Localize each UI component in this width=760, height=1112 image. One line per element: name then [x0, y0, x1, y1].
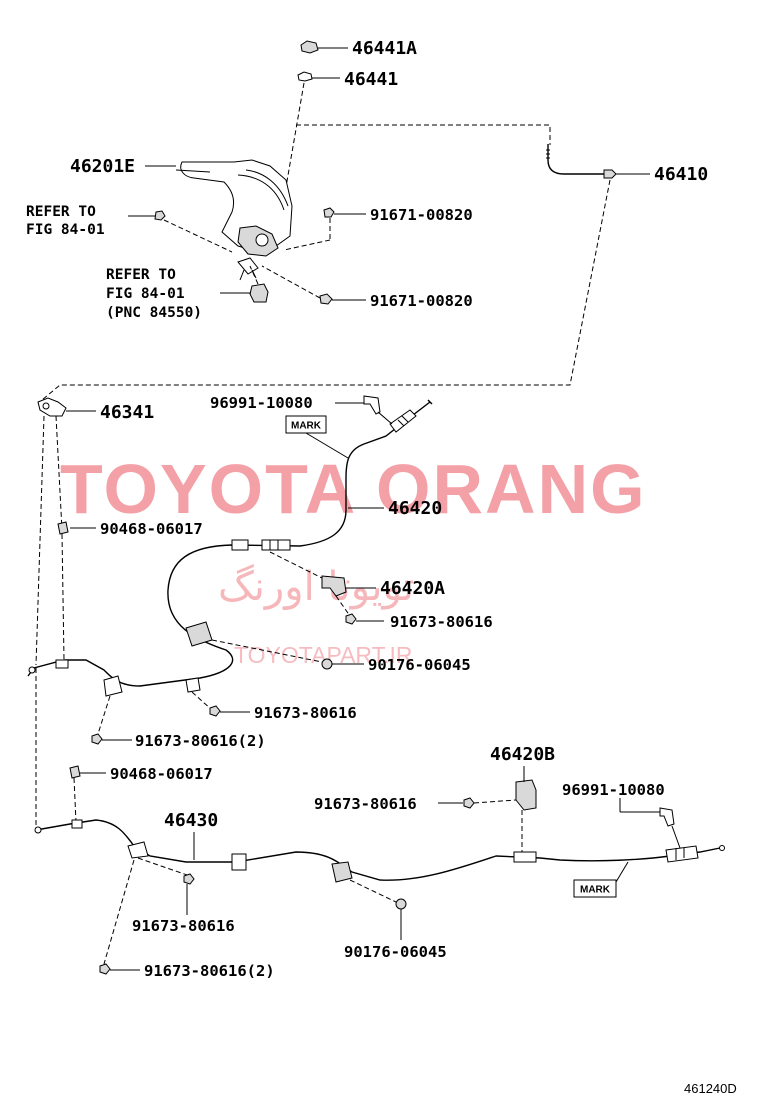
bolt-91671-b: [319, 293, 333, 305]
label-46441a: 46441A: [352, 38, 417, 59]
diagram-id: 461240D: [684, 1081, 737, 1096]
rear-cable-46430: [34, 819, 725, 883]
label-91673-b: 91673-80616: [254, 704, 357, 722]
label-90468-a: 90468-06017: [100, 520, 203, 538]
bracket-46420b: [515, 779, 537, 811]
label-46341: 46341: [100, 402, 154, 423]
label-91673-a: 91673-80616: [390, 613, 493, 631]
label-46441: 46441: [344, 69, 398, 90]
clip-96991-b: [659, 807, 675, 827]
refer-note-2-line1: REFER TO: [106, 267, 176, 283]
watermark-persian: تویوتا اورنگ: [218, 564, 414, 610]
watermark-main: TOYOTA ORANG: [60, 450, 647, 528]
refer-note-2-line2: FIG 84-01: [106, 286, 185, 302]
lever-knob-46441: [297, 71, 313, 82]
label-91673-e: 91673-80616: [132, 917, 235, 935]
grommet-90176-b: [395, 898, 407, 910]
lever-knob-46441a: [300, 40, 319, 54]
label-91673-d: 91673-80616: [314, 795, 417, 813]
bolt-91671-a: [323, 207, 335, 218]
mark-tag-b-label: MARK: [580, 885, 611, 896]
bolt-91673-d: [463, 797, 475, 809]
label-90468-b: 90468-06017: [110, 765, 213, 783]
bolt-91673-a: [345, 613, 357, 625]
rear-cable-46420: [27, 399, 433, 697]
label-46420: 46420: [388, 498, 442, 519]
refer-note-1-line2: FIG 84-01: [26, 222, 105, 238]
bolt-refer-fig84: [154, 210, 166, 221]
mark-tag-a: MARK: [285, 415, 327, 434]
refer-note-1-line1: REFER TO: [26, 204, 96, 220]
label-91671-b: 91671-00820: [370, 292, 473, 310]
link-lever-to-46410: [296, 124, 551, 145]
label-46430: 46430: [164, 810, 218, 831]
bracket-refer-84550: [249, 283, 269, 303]
mark-tag-b: MARK: [573, 879, 617, 898]
label-91673-f: 91673-80616(2): [144, 962, 275, 980]
mark-tag-a-label: MARK: [291, 421, 322, 432]
bolt-91673-c: [91, 733, 103, 745]
label-46410: 46410: [654, 164, 708, 185]
label-90176-b: 90176-06045: [344, 943, 447, 961]
link-46410-to-equalizer: [41, 179, 611, 401]
bolt-91673-b: [209, 705, 221, 717]
grommet-90176-a: [321, 658, 333, 670]
label-90176-a: 90176-06045: [368, 656, 471, 674]
label-46420a: 46420A: [380, 578, 445, 599]
label-96991-b: 96991-10080: [562, 781, 665, 799]
label-46420b: 46420B: [490, 744, 555, 765]
bolt-91673-e: [183, 873, 195, 885]
label-46201e: 46201E: [70, 156, 135, 177]
clip-90468-a: [57, 521, 69, 535]
label-91673-c: 91673-80616(2): [135, 732, 266, 750]
label-91671-a: 91671-00820: [370, 206, 473, 224]
label-96991-a: 96991-10080: [210, 394, 313, 412]
clip-96991-a: [363, 395, 381, 415]
bolt-91673-f: [99, 963, 111, 975]
front-cable-46410: [546, 144, 617, 179]
parking-brake-lever: [175, 159, 293, 281]
refer-note-2-line3: (PNC 84550): [106, 305, 202, 321]
equalizer-46341: [37, 397, 67, 417]
clip-90468-b: [69, 765, 81, 779]
